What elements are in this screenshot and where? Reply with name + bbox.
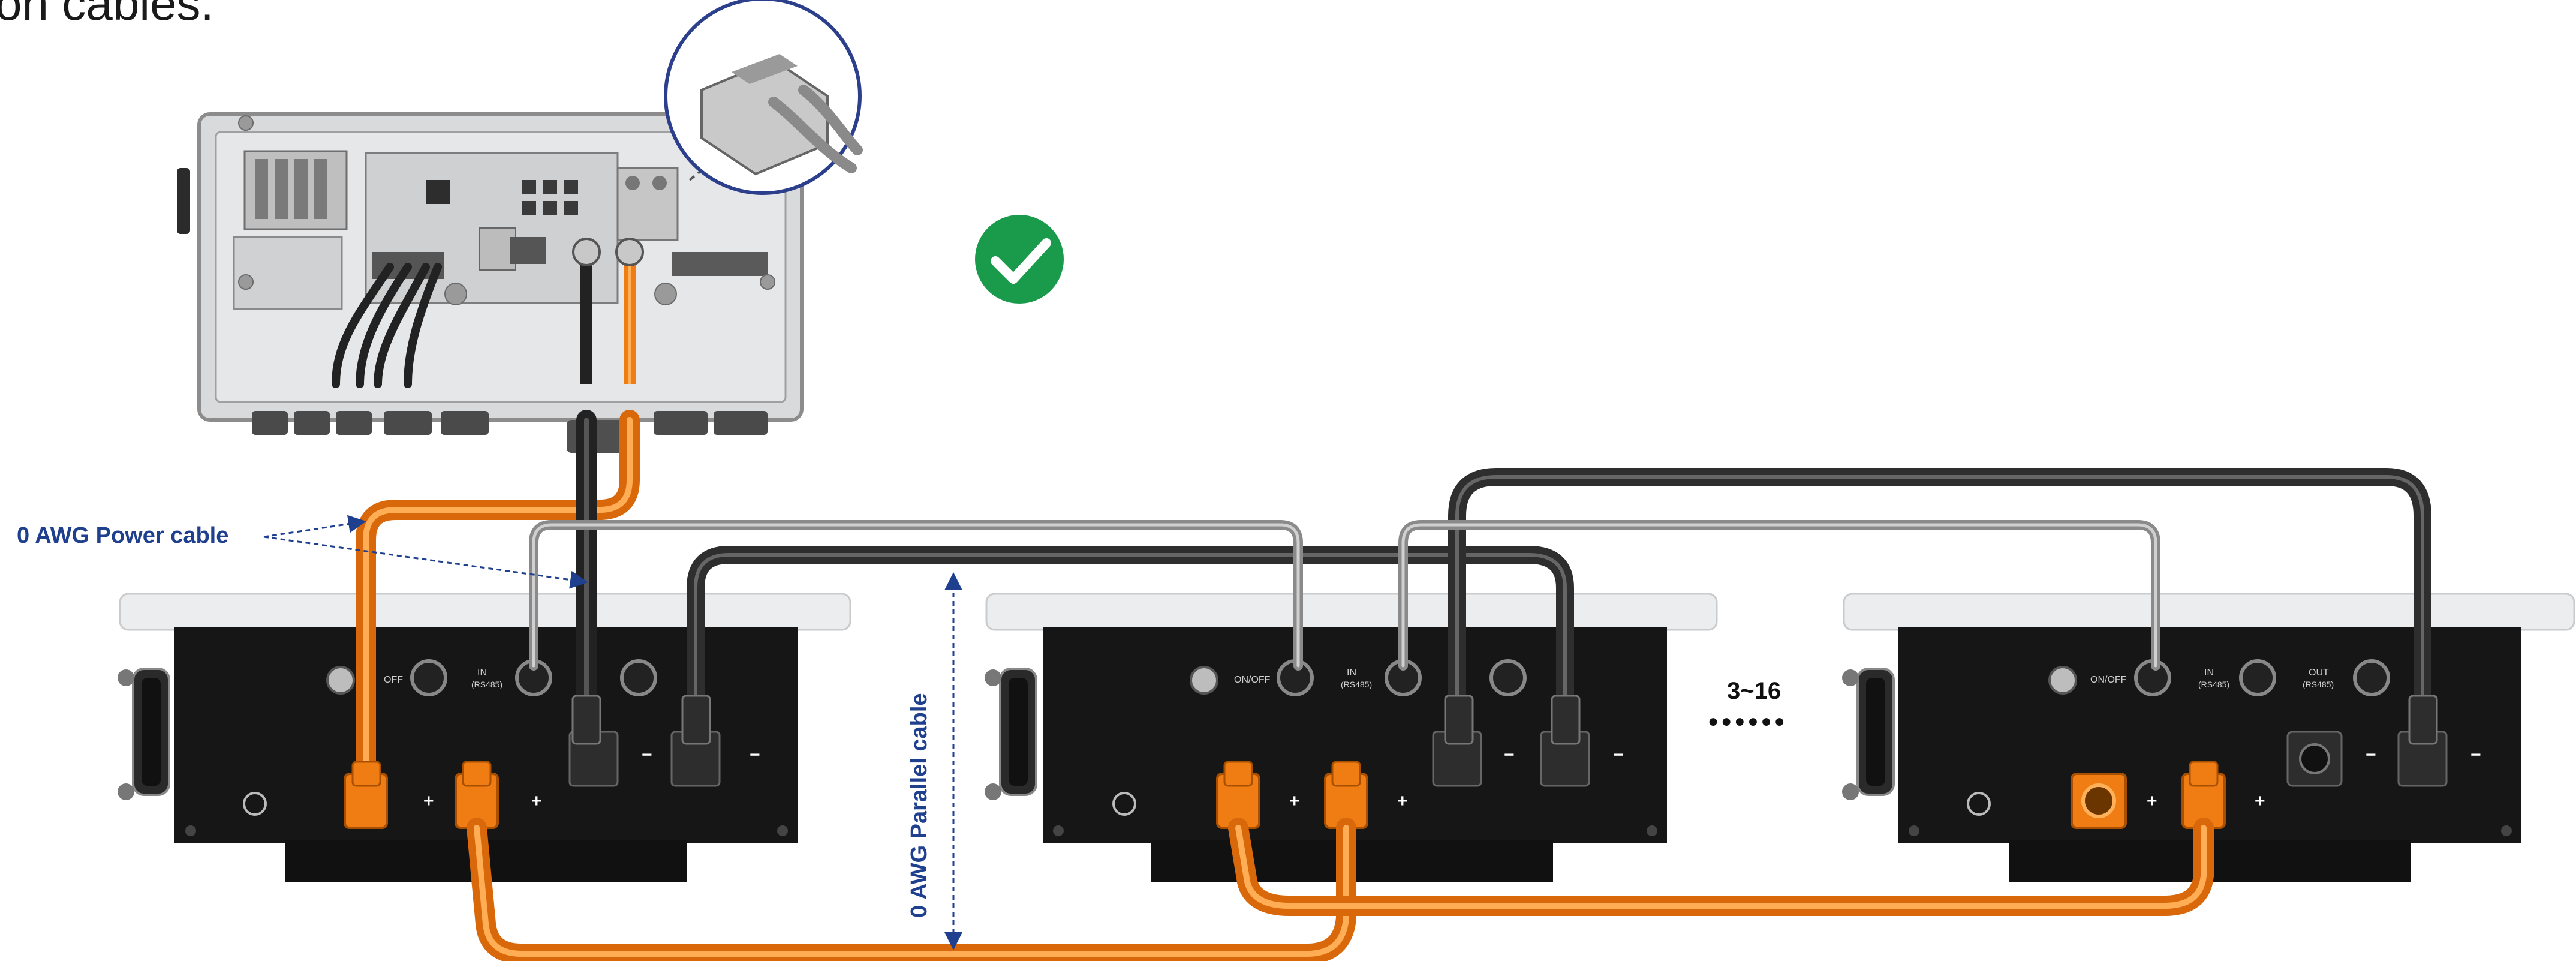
battery3-onoff-label: ON/OFF	[2090, 675, 2127, 685]
battery3-out-label: OUT	[2309, 668, 2329, 678]
battery-count-label: 3~16	[1727, 678, 1781, 704]
battery1-plus-1: +	[423, 791, 434, 811]
battery1-minus-1: −	[642, 745, 652, 765]
battery2-plus-1: +	[1289, 791, 1300, 811]
battery2-in-sublabel: (RS485)	[1341, 680, 1372, 689]
parallel-cable-label: 0 AWG Parallel cable	[907, 693, 932, 918]
battery3-plus-2: +	[2255, 791, 2265, 811]
battery3-out-sublabel: (RS485)	[2303, 680, 2334, 689]
ac-terminal-block	[245, 151, 347, 229]
battery3-minus-2: −	[2470, 745, 2481, 765]
battery2-minus-2: −	[1613, 745, 1624, 765]
battery3-plus-1: +	[2147, 791, 2157, 811]
battery2-onoff-label: ON/OFF	[1234, 675, 1271, 685]
battery3-minus-1: −	[2366, 745, 2376, 765]
battery2-minus-1: −	[1504, 745, 1515, 765]
battery1-minus-2: −	[750, 745, 760, 765]
battery1-plus-2: +	[531, 791, 542, 811]
battery1-in-label: IN	[477, 668, 487, 678]
battery1-in-sublabel: (RS485)	[471, 680, 502, 689]
battery3-in-sublabel: (RS485)	[2198, 680, 2229, 689]
check-circle-icon	[975, 215, 1064, 304]
battery2-plus-2: +	[1397, 791, 1408, 811]
terminal-detail-inset	[666, 0, 860, 193]
battery3-in-label: IN	[2204, 668, 2214, 678]
power-cable-label: 0 AWG Power cable	[17, 523, 228, 548]
battery2-in-label: IN	[1347, 668, 1356, 678]
continuation-dots: ●●●●●●	[1708, 711, 1787, 731]
battery1-off-label: OFF	[384, 675, 403, 685]
